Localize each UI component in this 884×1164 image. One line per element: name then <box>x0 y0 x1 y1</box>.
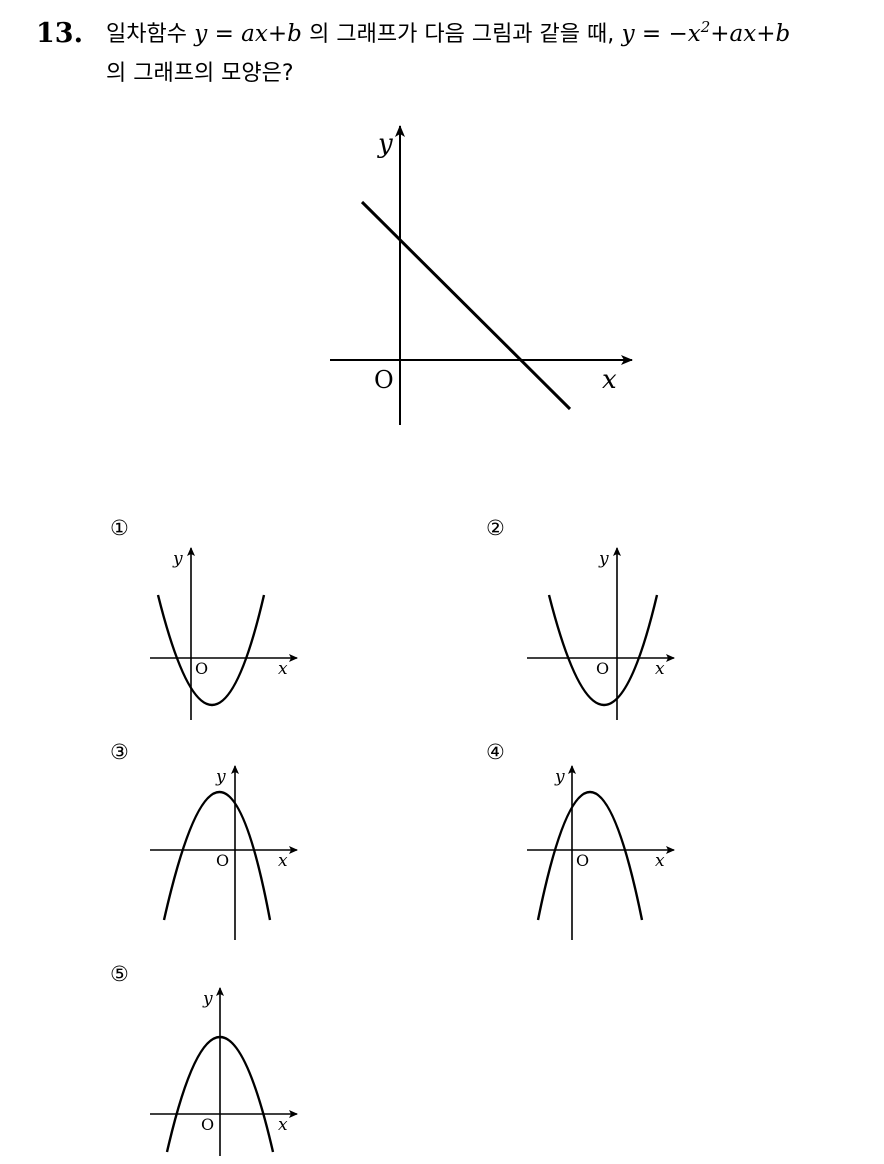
choice-2-label[interactable]: ② <box>486 516 505 540</box>
linear-function-graph: y x O <box>330 125 633 425</box>
choice-2-graph[interactable]: y x O <box>522 540 682 725</box>
y-axis-label: y <box>215 767 226 787</box>
x-axis-label: x <box>278 851 288 871</box>
parabola-curve <box>162 790 272 921</box>
origin-label: O <box>596 659 609 678</box>
parabola-curve <box>536 790 644 921</box>
question-number: 13. <box>36 18 83 49</box>
linear-graph-line <box>360 200 572 411</box>
choice-1-graph[interactable]: y x O <box>145 540 305 725</box>
origin-label: O <box>576 851 589 870</box>
parabola-curve <box>547 594 659 706</box>
y-axis-label: y <box>598 549 609 569</box>
parabola-curve <box>156 594 266 706</box>
origin-label: O <box>374 366 394 394</box>
quadratic-exponent: 2 <box>700 18 711 36</box>
origin-label: O <box>195 659 208 678</box>
y-axis-label: y <box>172 549 183 569</box>
y-axis-label: y <box>202 989 213 1009</box>
question-text-line-2: 의 그래프의 모양은? <box>106 61 294 86</box>
choice-3-graph[interactable]: y x O <box>145 762 305 947</box>
x-axis-label: x <box>655 659 665 679</box>
y-axis-label: y <box>554 767 565 787</box>
quadratic-expression-head: y = −x <box>621 21 701 47</box>
y-axis-label: y <box>377 129 393 159</box>
question-text-prefix: 일차함수 <box>106 22 187 47</box>
linear-function-expression: y = ax+b <box>194 21 302 47</box>
quadratic-expression-tail: +ax+b <box>710 21 791 47</box>
question-text-middle: 의 그래프가 다음 그림과 같을 때, <box>309 22 615 47</box>
origin-label: O <box>201 1115 214 1134</box>
x-axis-label: x <box>602 365 617 395</box>
choice-1-label[interactable]: ① <box>110 516 129 540</box>
quadratic-expression: y = −x2+ax+b <box>621 18 791 48</box>
origin-label: O <box>216 851 229 870</box>
choice-3-label[interactable]: ③ <box>110 740 129 764</box>
choice-4-graph[interactable]: y x O <box>522 762 682 947</box>
question-text-line-1: 일차함수 y = ax+b 의 그래프가 다음 그림과 같을 때, y = −x… <box>106 18 790 51</box>
choice-4-label[interactable]: ④ <box>486 740 505 764</box>
choice-5-label[interactable]: ⑤ <box>110 962 129 986</box>
x-axis-label: x <box>278 659 288 679</box>
x-axis-label: x <box>278 1115 288 1135</box>
choice-5-graph[interactable]: y x O <box>145 984 305 1159</box>
x-axis-label: x <box>655 851 665 871</box>
parabola-curve <box>165 1036 275 1153</box>
